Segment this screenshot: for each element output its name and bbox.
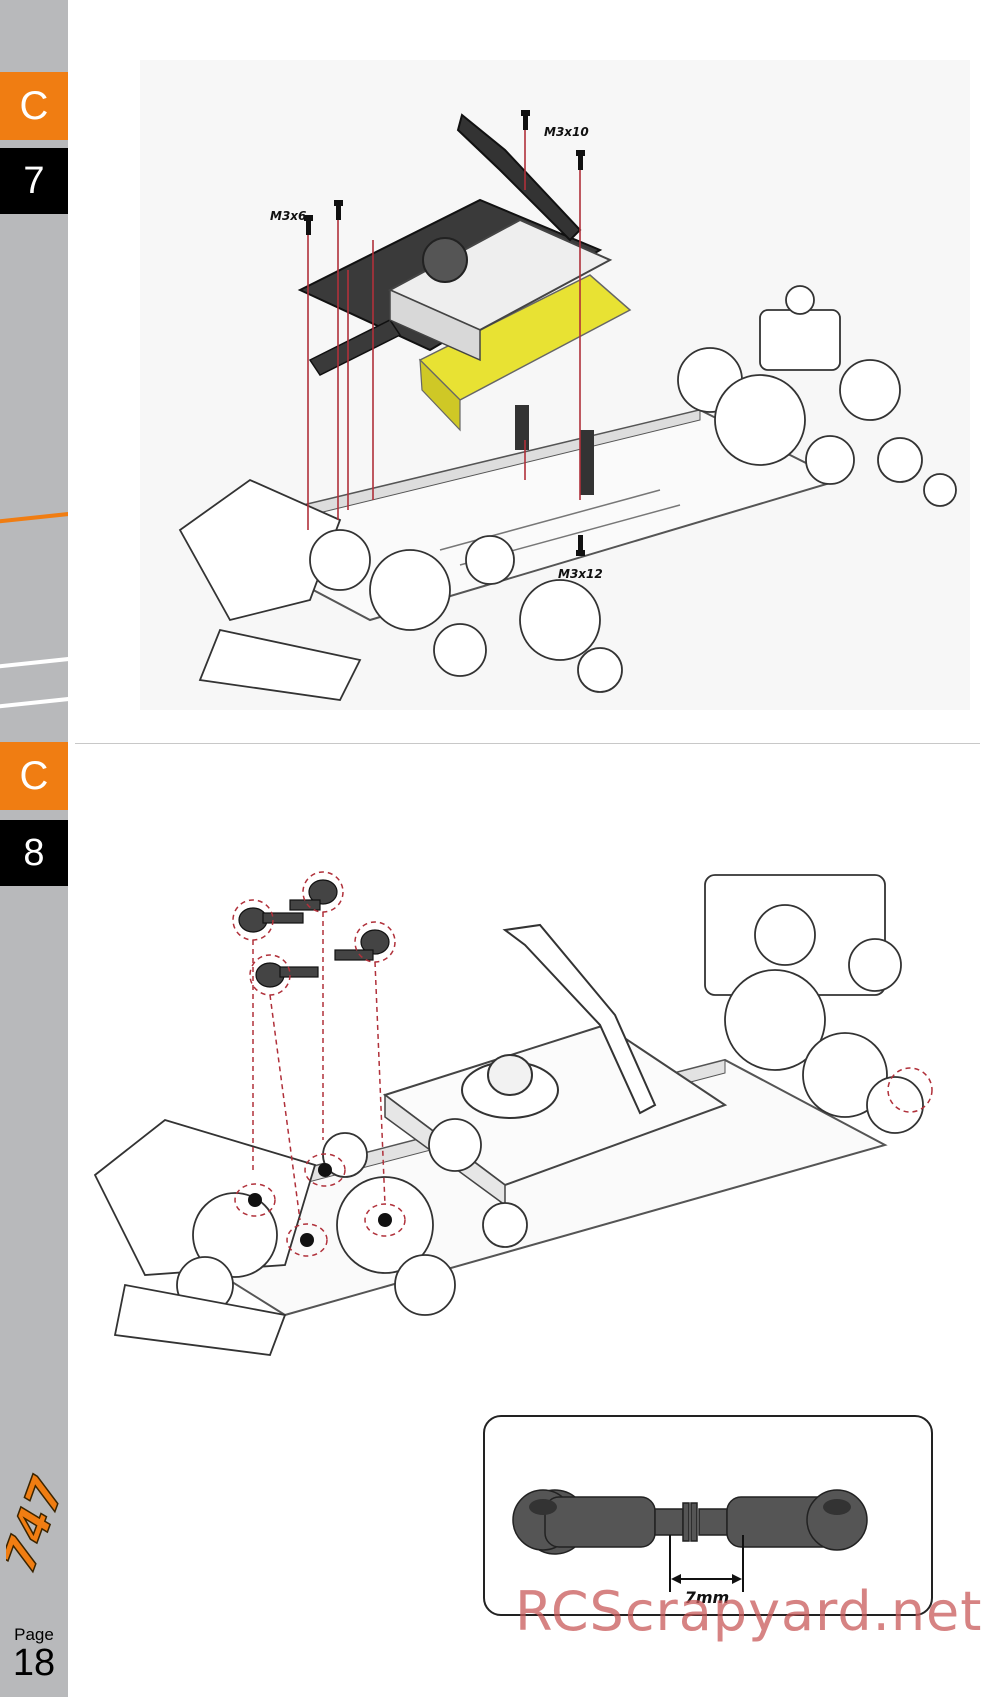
screw-label-m3x12: M3x12 <box>558 567 603 581</box>
measurement-label: 7mm <box>685 1588 729 1607</box>
step-c8-illustration <box>93 871 933 1356</box>
turnbuckle-detail-drawing: 7mm <box>512 1489 868 1607</box>
page-label: Page <box>14 1625 54 1644</box>
turnbuckle-detail-inset: 7mm <box>483 1415 933 1616</box>
step-c7-illustration: M3x10 M3x6 M3x12 <box>140 60 970 710</box>
screw-label-m3x6: M3x6 <box>270 209 306 223</box>
sidebar-stripe <box>0 508 68 526</box>
step-letter-c7: C <box>0 72 68 140</box>
watermark: RCScrapyard.net <box>515 1580 983 1643</box>
sidebar: C 7 C 8 747 Page 18 <box>0 0 68 1697</box>
brand-logo: 747 <box>6 1470 62 1580</box>
screw-label-m3x10: M3x10 <box>544 125 589 139</box>
sidebar-stripe <box>0 653 68 671</box>
step-number-7: 7 <box>0 148 68 214</box>
section-divider <box>75 743 980 744</box>
sidebar-stripe <box>0 693 68 711</box>
brand-logo-text: 747 <box>6 1470 62 1579</box>
page-number: 18 <box>12 1642 56 1684</box>
step-letter-c8: C <box>0 742 68 810</box>
step-number-8: 8 <box>0 820 68 886</box>
